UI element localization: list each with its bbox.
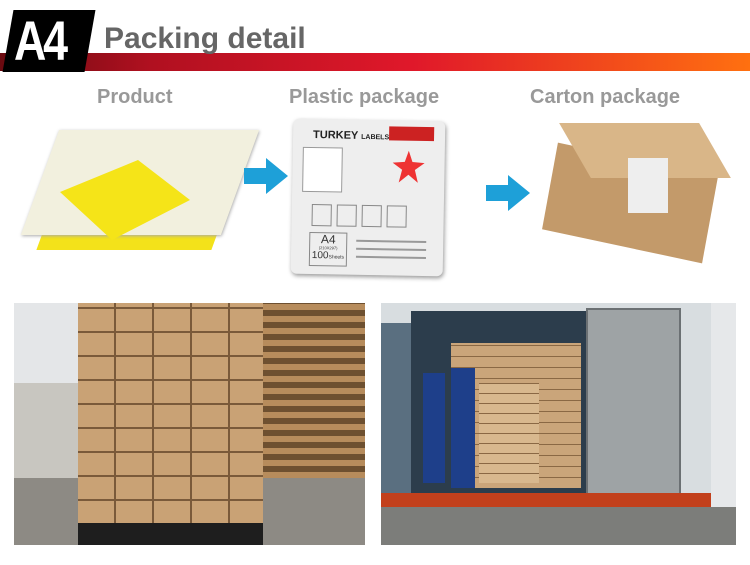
a4-badge-text: A4 xyxy=(14,9,68,72)
package-count: 100 xyxy=(311,250,329,262)
step-label-product: Product xyxy=(97,86,173,108)
arrow-right-icon xyxy=(486,175,530,211)
carton-package-image xyxy=(540,118,731,273)
arrow-right-icon xyxy=(244,158,288,194)
page-title: Packing detail xyxy=(104,22,306,55)
warehouse-photo xyxy=(14,303,365,545)
step-label-carton: Carton package xyxy=(530,86,681,108)
header-bar xyxy=(0,53,750,71)
step-label-plastic: Plastic package xyxy=(289,86,440,108)
plastic-package-image: TURKEY LABELS A4 (210X297) 100Sheets xyxy=(290,118,446,277)
brand-sub: LABELS xyxy=(361,133,390,142)
truck-loading-photo xyxy=(381,303,736,545)
product-image xyxy=(20,120,260,280)
package-count-unit: Sheets xyxy=(328,254,345,261)
brand-name: TURKEY xyxy=(312,129,359,142)
package-size: A4 xyxy=(320,232,336,247)
